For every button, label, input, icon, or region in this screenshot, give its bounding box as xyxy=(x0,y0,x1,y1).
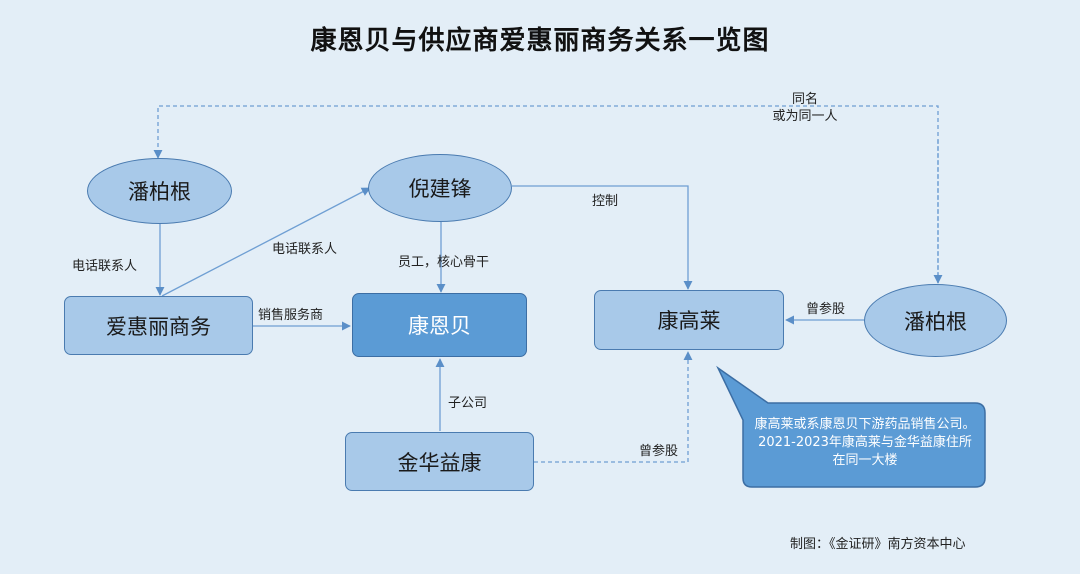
diagram-title: 康恩贝与供应商爱惠丽商务关系一览图 xyxy=(310,26,770,56)
pan-bogen-left-node: 潘柏根 xyxy=(87,158,232,224)
ni-jianfeng-node: 倪建锋 xyxy=(368,154,512,222)
same-name-label-line1: 同名 xyxy=(791,92,818,107)
phone-contact-diag-connector xyxy=(161,187,371,297)
same-name-connector xyxy=(153,105,939,283)
phone-contact-label-diag: 电话联系人 xyxy=(272,242,338,257)
control-connector xyxy=(512,185,693,290)
subsidiary-label: 子公司 xyxy=(448,396,488,411)
former-shareholder-dashed-connector xyxy=(534,351,693,463)
kanggaolai-node: 康高莱 xyxy=(594,290,784,350)
sales-service-label: 销售服务商 xyxy=(258,308,324,323)
callout-bubble xyxy=(716,365,986,488)
same-name-label: 同名 或为同一人 xyxy=(765,91,845,125)
kangenbei-node: 康恩贝 xyxy=(352,293,527,357)
control-label: 控制 xyxy=(592,194,619,209)
former-shareholder-label-right: 曾参股 xyxy=(806,302,846,317)
former-shareholder-label-bottom: 曾参股 xyxy=(639,444,679,459)
same-name-label-line2: 或为同一人 xyxy=(772,109,838,124)
footer-credit: 制图：《金证研》南方资本中心 xyxy=(790,537,966,552)
pan-bogen-right-node: 潘柏根 xyxy=(864,284,1007,357)
phone-contact-label-left: 电话联系人 xyxy=(72,259,138,274)
jinhua-yikang-node: 金华益康 xyxy=(345,432,534,491)
callout-text: 康高莱或系康恩贝下游药品销售公司。2021-2023年康高莱与金华益康住所在同一… xyxy=(754,417,976,468)
aihuili-node: 爱惠丽商务 xyxy=(64,296,253,355)
employee-label: 员工，核心骨干 xyxy=(398,255,490,270)
